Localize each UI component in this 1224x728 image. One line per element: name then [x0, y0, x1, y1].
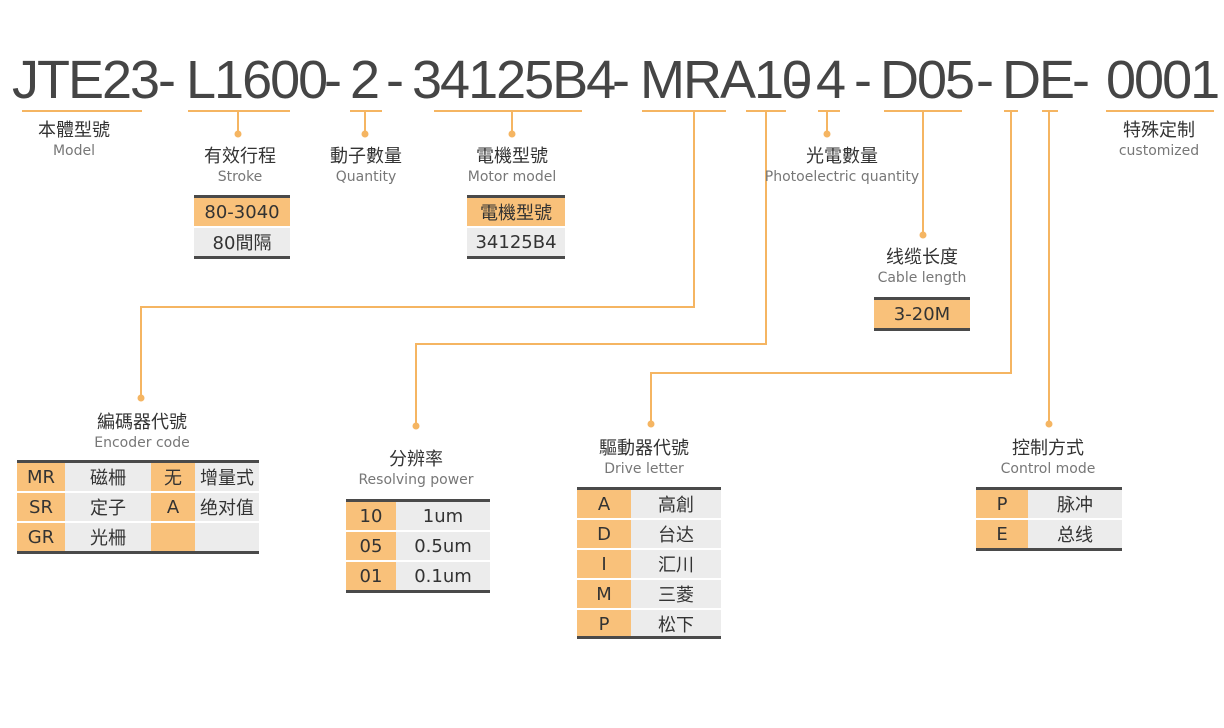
table-row: P 脉冲: [976, 490, 1122, 520]
table-row: SR 定子 A 绝对值: [17, 492, 259, 523]
table-row: I 汇川: [577, 549, 721, 580]
drive-table: A 高創 D 台达 I 汇川 M 三菱 P 松下: [577, 490, 721, 638]
label-motor: 電機型號 Motor model: [467, 146, 557, 185]
table-row: 電機型號: [467, 198, 565, 228]
control-table: P 脉冲 E 总线: [976, 490, 1122, 548]
code-motor: 34125B4: [412, 50, 616, 110]
table-row: 01 0.1um: [346, 561, 490, 590]
table-row: GR 光柵: [17, 522, 259, 551]
table-row: 80-3040: [194, 198, 290, 228]
code-dash: -: [854, 50, 872, 110]
label-encoder: 編碼器代號 Encoder code: [94, 412, 190, 451]
code-quantity: 2: [350, 50, 380, 110]
label-photo: 光電數量 Photoelectric quantity: [764, 146, 920, 185]
model-code: JTE23 - L1600 - 2 - 34125B4 - MRA10 - 4 …: [8, 50, 1220, 110]
code-model: JTE23: [12, 50, 160, 110]
label-drive: 驅動器代號 Drive letter: [599, 438, 689, 477]
encoder-table: MR 磁柵 无 增量式 SR 定子 A 绝对值 GR 光柵: [17, 463, 259, 551]
code-dash: -: [158, 50, 176, 110]
table-row: 05 0.5um: [346, 531, 490, 562]
code-dash: -: [1072, 50, 1090, 110]
table-row: P 松下: [577, 609, 721, 638]
label-control: 控制方式 Control mode: [1000, 438, 1096, 477]
table-row: M 三菱: [577, 579, 721, 610]
table-top-border: [577, 487, 721, 490]
label-quantity: 動子數量 Quantity: [330, 146, 402, 185]
table-top-border: [467, 195, 565, 198]
code-photo: 4: [816, 50, 846, 110]
table-bottom-border: [17, 551, 259, 554]
label-cable: 线缆长度 Cable length: [877, 247, 967, 286]
table-row: A 高創: [577, 490, 721, 520]
code-stroke: L1600: [186, 50, 328, 110]
table-top-border: [194, 195, 290, 198]
table-row: E 总线: [976, 519, 1122, 548]
cable-table: 3-20M: [874, 300, 970, 328]
table-row: MR 磁柵 无 增量式: [17, 463, 259, 493]
table-bottom-border: [874, 328, 970, 331]
label-stroke: 有效行程 Stroke: [204, 146, 276, 185]
code-dash: -: [612, 50, 630, 110]
code-drive-control: DE: [1002, 50, 1075, 110]
table-row: 80間隔: [194, 227, 290, 256]
table-bottom-border: [577, 636, 721, 639]
code-custom: 0001: [1106, 50, 1220, 110]
code-dash: -: [386, 50, 404, 110]
label-resolving: 分辨率 Resolving power: [358, 449, 474, 488]
code-dash: -: [324, 50, 342, 110]
label-model: 本體型號 Model: [38, 120, 110, 159]
code-dash: -: [790, 50, 808, 110]
resolving-table: 10 1um 05 0.5um 01 0.1um: [346, 502, 490, 590]
table-row: 34125B4: [467, 227, 565, 256]
table-row: 10 1um: [346, 502, 490, 532]
code-dash: -: [976, 50, 994, 110]
table-top-border: [346, 499, 490, 502]
table-row: 3-20M: [874, 300, 970, 328]
table-bottom-border: [976, 548, 1122, 551]
table-top-border: [976, 487, 1122, 490]
table-bottom-border: [346, 590, 490, 593]
table-top-border: [17, 460, 259, 463]
table-bottom-border: [467, 256, 565, 259]
motor-table: 電機型號 34125B4: [467, 198, 565, 256]
table-top-border: [874, 297, 970, 300]
stroke-table: 80-3040 80間隔: [194, 198, 290, 256]
label-custom: 特殊定制 customized: [1118, 120, 1200, 159]
table-bottom-border: [194, 256, 290, 259]
table-row: D 台达: [577, 519, 721, 550]
code-encoder-resolution: MRA10: [640, 50, 812, 110]
code-cable: D05: [880, 50, 975, 110]
